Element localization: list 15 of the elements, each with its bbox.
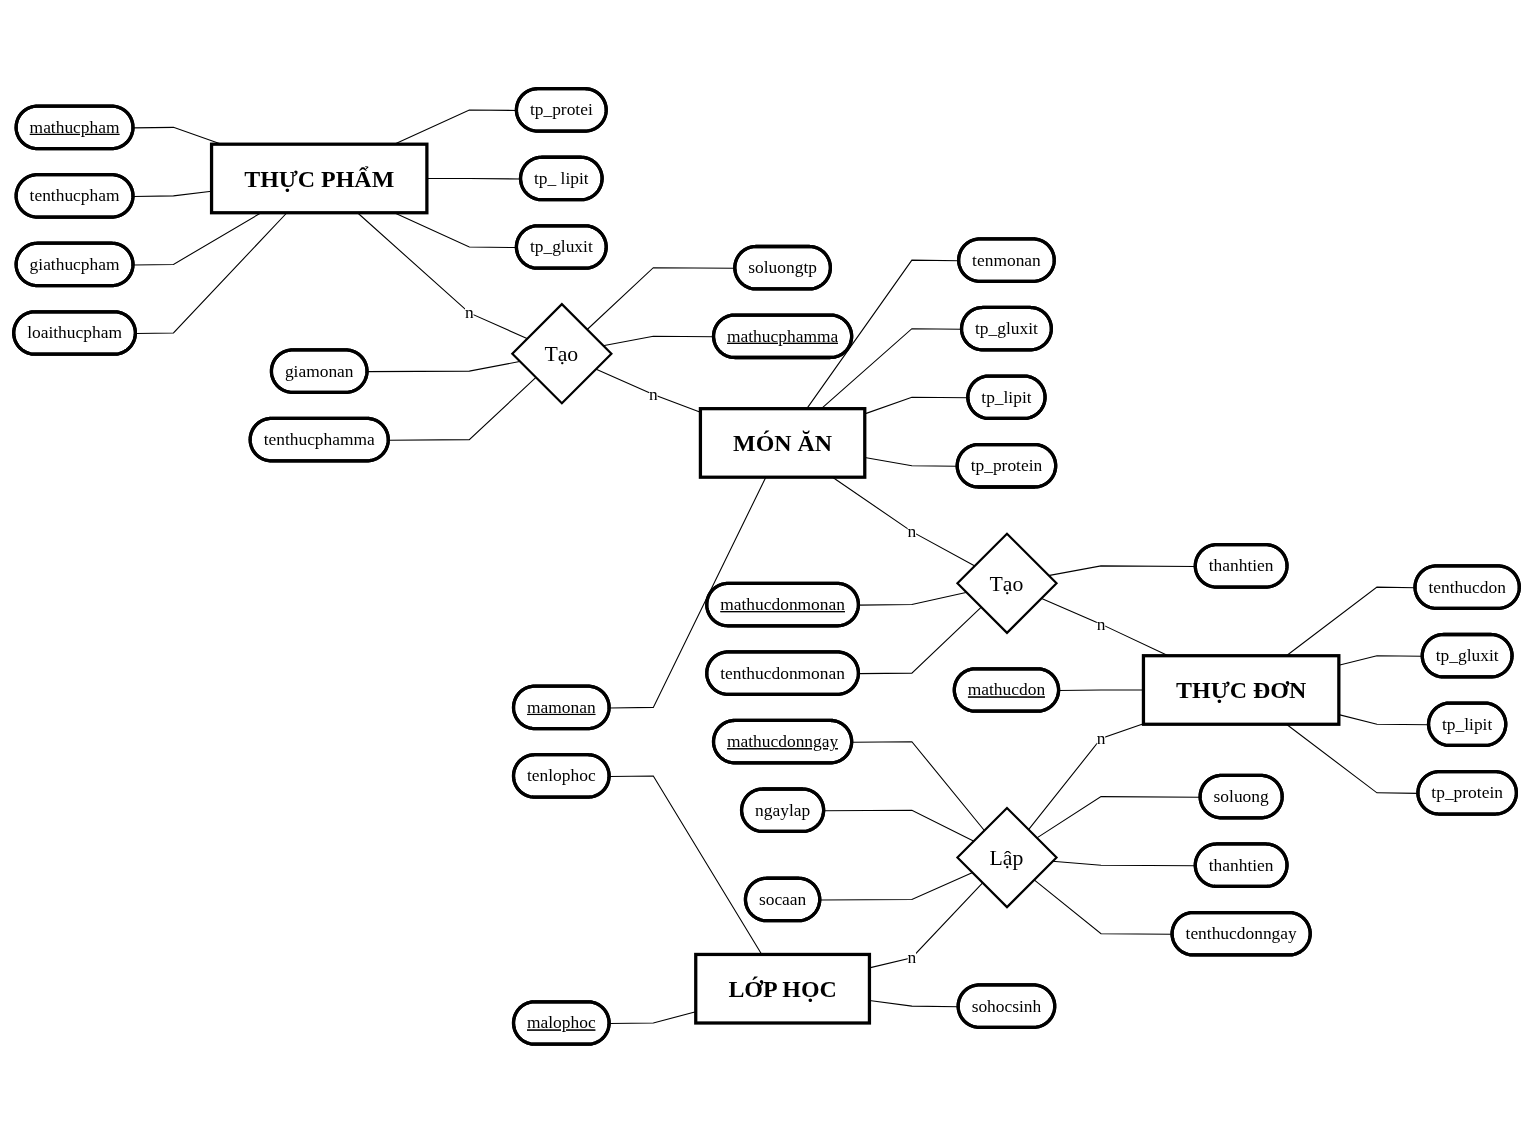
node-box: LỚP HỌC (694, 952, 872, 1025)
edge-label: n (648, 384, 658, 404)
edge-label: n (1096, 614, 1106, 633)
node-box: THỰC ĐƠN (1141, 654, 1341, 726)
node-diamond: Tạo (510, 302, 613, 405)
node-box: MÓN ĂN (698, 407, 867, 479)
connector (1027, 723, 1144, 831)
edge-label: n (464, 303, 474, 322)
edge-label: n (1096, 728, 1106, 748)
node-box: THỰC PHẨM (209, 142, 429, 215)
edge-label: n (907, 521, 917, 541)
node-diamond: Lập (955, 806, 1059, 909)
edge-label: n (907, 947, 917, 967)
connector (356, 212, 528, 340)
node-diamond: Tạo (955, 532, 1059, 635)
